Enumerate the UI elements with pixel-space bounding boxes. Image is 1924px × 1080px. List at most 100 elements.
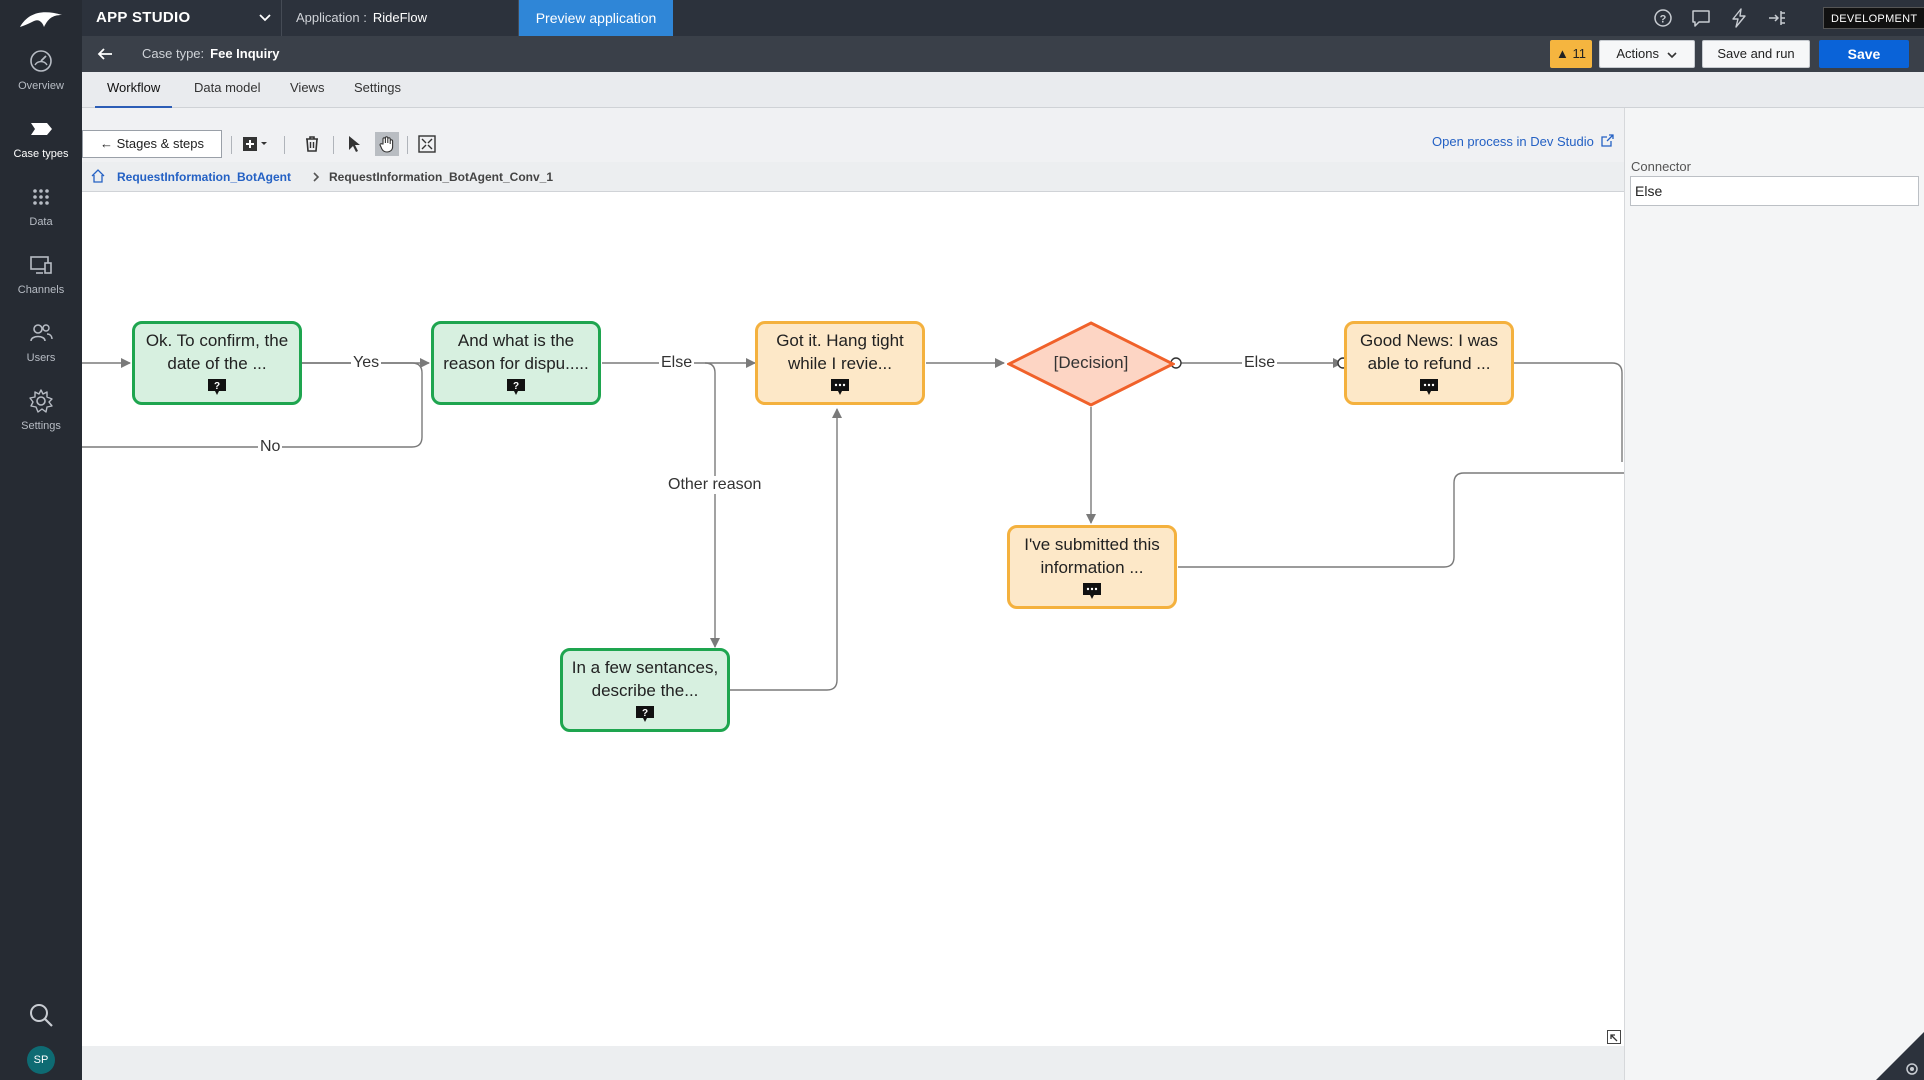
breadcrumb-current: RequestInformation_BotAgent_Conv_1 [329,162,553,192]
question-bubble-icon: ? [635,705,655,729]
tab-settings[interactable]: Settings [342,72,413,108]
cursor-icon [346,135,362,153]
users-icon [28,320,54,346]
connector-name-input[interactable] [1630,176,1919,206]
nav-channels-label: Channels [18,284,64,296]
message-bubble-icon [1082,582,1102,606]
gauge-icon [28,48,54,74]
case-header: Case type:Fee Inquiry ▲ 11 Actions Save … [82,36,1924,72]
flow-node-good-news[interactable]: Good News: I was able to refund ... [1344,321,1514,405]
question-bubble-icon: ? [506,378,526,402]
dev-studio-link-label: Open process in Dev Studio [1432,134,1594,149]
toolbar-separator [231,136,232,154]
avatar-initials: SP [34,1054,49,1066]
app-logo[interactable] [0,0,82,36]
flow-node-submitted[interactable]: I've submitted this information ... [1007,525,1177,609]
home-icon[interactable] [90,168,106,184]
case-type-name: Fee Inquiry [210,46,279,61]
fit-screen-icon [418,135,436,153]
application-selector[interactable]: Application :RideFlow [296,0,427,36]
label-else-2: Else [1242,354,1277,372]
breadcrumb: RequestInformation_BotAgent RequestInfor… [82,162,1624,192]
nav-settings[interactable]: Settings [0,388,82,452]
delete-button[interactable] [300,132,324,156]
toolbar-separator [333,136,334,154]
actions-button[interactable]: Actions [1599,40,1695,68]
label-yes: Yes [351,354,381,372]
toolbar-separator [284,136,285,154]
trash-icon [303,135,321,153]
pan-tool-button[interactable] [375,132,399,156]
warning-icon: ▲ [1556,46,1569,61]
properties-panel: Connector [1624,108,1924,1080]
application-name: RideFlow [373,10,427,25]
add-box-icon [242,135,270,153]
tab-bar: Workflow Data model Views Settings [82,72,1924,108]
chevron-down-icon[interactable] [258,12,272,24]
tab-data-model[interactable]: Data model [182,72,272,108]
user-avatar[interactable]: SP [27,1046,55,1074]
flow-node-confirm[interactable]: Ok. To confirm, the date of the ... ? [132,321,302,405]
nav-overview[interactable]: Overview [0,48,82,112]
connector-field-label: Connector [1631,159,1691,174]
back-arrow-icon[interactable] [96,45,114,63]
top-divider [281,0,282,36]
flow-node-decision[interactable]: [Decision] [1007,321,1175,407]
external-link-icon [1601,134,1614,147]
node-text: Ok. To confirm, the date of the ... [135,329,299,375]
select-tool-button[interactable] [342,132,366,156]
node-text: Got it. Hang tight while I revie... [758,329,922,375]
app-studio-title[interactable]: APP STUDIO [96,0,190,36]
open-dev-studio-link[interactable]: Open process in Dev Studio [1432,130,1614,154]
save-button[interactable]: Save [1819,40,1909,68]
nav-users[interactable]: Users [0,320,82,384]
lightning-icon[interactable] [1729,8,1749,28]
chevron-right-icon [311,171,321,183]
nav-overview-label: Overview [18,80,64,92]
label-else-1: Else [659,354,694,372]
hand-icon [378,135,396,153]
nav-data[interactable]: Data [0,184,82,248]
help-icon[interactable]: ? [1653,8,1673,28]
chat-icon[interactable] [1691,8,1711,28]
breadcrumb-parent[interactable]: RequestInformation_BotAgent [117,162,291,192]
flow-node-reason[interactable]: And what is the reason for dispu..... ? [431,321,601,405]
nav-settings-label: Settings [21,420,61,432]
diagram-toolbar: ← Stages & steps Open process in Dev Stu… [82,108,1624,162]
warnings-badge[interactable]: ▲ 11 [1550,40,1592,68]
node-text: Good News: I was able to refund ... [1347,329,1511,375]
preview-application-button[interactable]: Preview application [519,0,673,36]
stages-and-steps-button[interactable]: ← Stages & steps [82,130,222,158]
fit-to-screen-button[interactable] [415,132,439,156]
grid-dots-icon [28,184,54,210]
label-no: No [258,438,282,456]
node-text: [Decision] [1007,353,1175,373]
search-icon[interactable] [28,1002,54,1028]
message-bubble-icon [830,378,850,402]
flow-node-hang-tight[interactable]: Got it. Hang tight while I revie... [755,321,925,405]
case-type-icon [28,116,54,142]
node-text: I've submitted this information ... [1010,533,1174,579]
expand-panel-icon[interactable] [1607,1030,1621,1044]
toolbar-separator [407,136,408,154]
chevron-down-icon [1666,50,1678,60]
add-shape-button[interactable] [240,132,272,156]
settings-corner-icon[interactable] [1876,1032,1924,1080]
tab-workflow[interactable]: Workflow [95,72,172,108]
tree-icon[interactable] [1767,8,1787,28]
flow-canvas[interactable]: Yes No Else Other reason Else Ok. To con… [82,192,1624,1046]
connector-goodnews-out[interactable] [1514,363,1622,462]
flow-node-describe[interactable]: In a few sentances, describe the... ? [560,648,730,732]
actions-label: Actions [1616,46,1659,61]
tab-views[interactable]: Views [278,72,336,108]
nav-case-types[interactable]: Case types [0,116,82,180]
nav-case-types-label: Case types [13,148,68,160]
nav-channels[interactable]: Channels [0,252,82,316]
save-and-run-button[interactable]: Save and run [1702,40,1810,68]
connector-other-reason[interactable] [705,363,715,647]
node-text: And what is the reason for dispu..... [434,329,598,375]
connector-submitted-out[interactable] [1178,473,1624,567]
gear-icon [28,388,54,414]
connector-describe-to-hang[interactable] [730,409,837,690]
devices-icon [28,252,54,278]
